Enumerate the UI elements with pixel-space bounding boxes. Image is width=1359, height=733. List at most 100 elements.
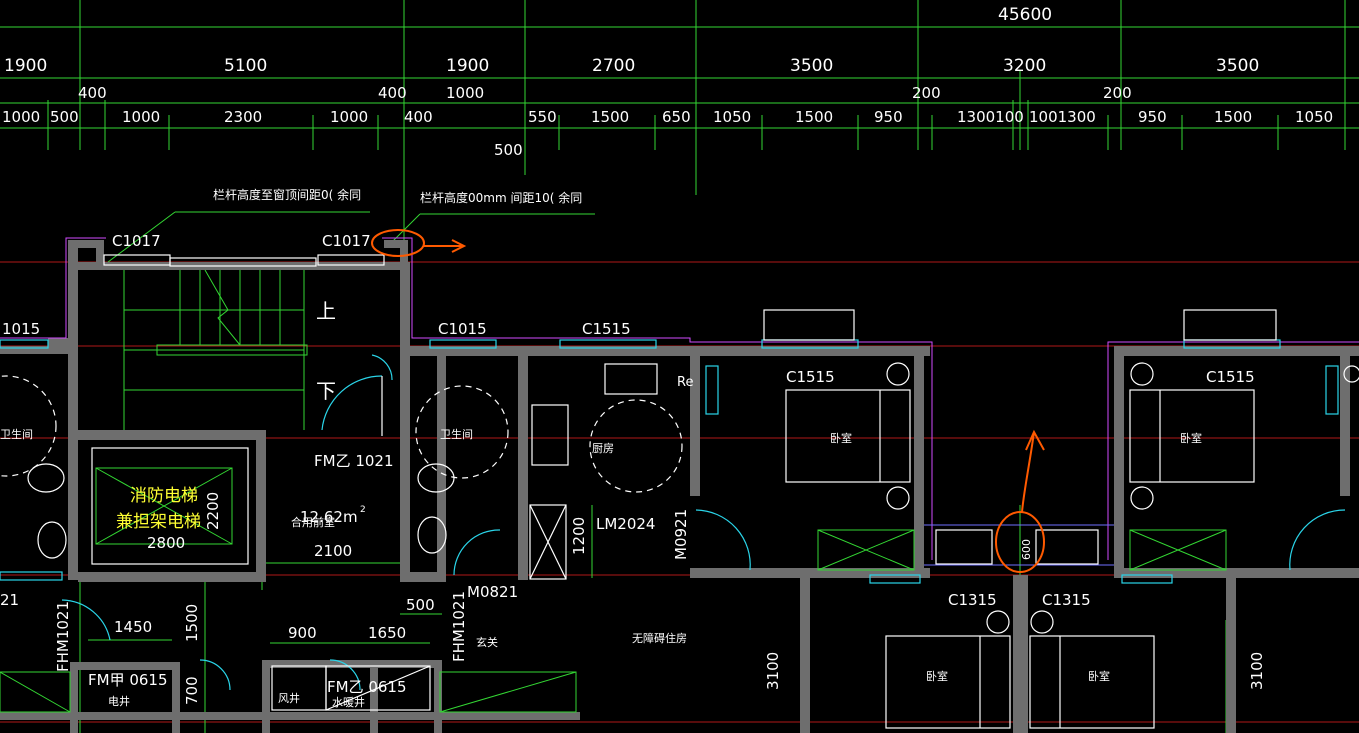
door-tag: 21: [0, 591, 19, 609]
room-dim: 700: [183, 676, 201, 705]
markup-annotations: [371, 229, 1045, 573]
dim-row2: 1000: [446, 84, 484, 102]
room-dim: 3100: [1248, 652, 1266, 690]
dim-row2: 200: [912, 84, 941, 102]
dim-row3: 500: [50, 108, 79, 126]
dim-row3: 1500: [591, 108, 629, 126]
window-tag: 1015: [2, 320, 40, 338]
window-tag: C1315: [1042, 591, 1091, 609]
dim-extra: 500: [494, 141, 523, 159]
room-dim: 2100: [314, 542, 352, 560]
dim-row3: 1000: [2, 108, 40, 126]
beds: [785, 362, 1359, 729]
elevator-label-line1: 消防电梯: [130, 486, 198, 506]
door-swings: [61, 354, 1346, 691]
markup-circle-top: [371, 229, 425, 257]
room-label-barrier-free: 无障碍住房: [632, 631, 687, 645]
re-label: Re: [677, 375, 693, 390]
dim-row2: 400: [78, 84, 107, 102]
railing-note-right: 栏杆高度00mm 间距10( 余同: [420, 190, 582, 205]
lobby-area-superscript: 2: [360, 505, 366, 515]
dim-row1: 1900: [446, 56, 489, 76]
elevator-depth-dim: 2200: [204, 492, 222, 530]
labels: C1017 C1017 1015 C1015 C1515 C1515 C1515…: [0, 232, 1266, 709]
dimension-text: 45600 1900 5100 1900 2700 3500 3200 3500…: [2, 5, 1333, 159]
room-label-bedroom: 卧室: [1180, 431, 1202, 445]
dim-row1: 3500: [1216, 56, 1259, 76]
overall-dimension: 45600: [998, 5, 1052, 25]
dim-row3: 950: [874, 108, 903, 126]
exterior-outline: [0, 237, 1359, 566]
dim-row1: 2700: [592, 56, 635, 76]
room-label-entry: 玄关: [476, 635, 498, 649]
room-label-elec-shaft: 电井: [108, 694, 130, 708]
dim-row1: 5100: [224, 56, 267, 76]
window-tag: C1515: [582, 320, 631, 338]
dim-row3: 1000: [122, 108, 160, 126]
door-tag: FM甲 0615: [88, 671, 168, 689]
dim-row3: 1300100: [957, 108, 1024, 126]
dim-row3: 1500: [1214, 108, 1252, 126]
fixtures: [0, 363, 1339, 580]
lobby-area: 12.62m: [300, 508, 358, 526]
dim-row3: 550: [528, 108, 557, 126]
door-tag: FM乙 0615: [327, 678, 407, 696]
window-tag: C1017: [322, 232, 371, 250]
window-tag: C1015: [438, 320, 487, 338]
room-label-bath-mid: 卫生间: [440, 427, 473, 441]
door-tag: FM乙 1021: [314, 452, 394, 470]
dim-row3: 950: [1138, 108, 1167, 126]
room-dim: 500: [406, 596, 435, 614]
dim-row2: 200: [1103, 84, 1132, 102]
markup-arrow-up: [1021, 429, 1045, 513]
markup-arrow-right: [424, 239, 467, 253]
door-tag: FHM1021: [54, 601, 72, 672]
room-dim: 600: [1020, 539, 1033, 560]
window-tag: C1515: [786, 368, 835, 386]
dim-row1: 3500: [790, 56, 833, 76]
dim-row3: 400: [404, 108, 433, 126]
dim-row1: 1900: [4, 56, 47, 76]
room-label-bedroom: 卧室: [830, 431, 852, 445]
dim-row2: 400: [378, 84, 407, 102]
door-tag: M0921: [672, 509, 690, 560]
markup-circle-mid: [995, 511, 1045, 573]
stair: 上 下: [123, 269, 336, 430]
dim-row3: 1050: [713, 108, 751, 126]
room-dim: 1500: [183, 604, 201, 642]
dim-row3: 650: [662, 108, 691, 126]
room-label-water-shaft: 水暖井: [332, 695, 365, 709]
room-label-lobby: 合用前室: [291, 515, 335, 529]
room-dim: 1650: [368, 624, 406, 642]
dim-row1: 3200: [1003, 56, 1046, 76]
railing-notes: 栏杆高度至窗顶间距0( 余同 栏杆高度00mm 间距10( 余同: [213, 187, 582, 205]
room-label-bedroom: 卧室: [926, 669, 948, 683]
shafts: [0, 665, 577, 713]
window-tag: C1515: [1206, 368, 1255, 386]
room-dim: 3100: [764, 652, 782, 690]
room-dim: 1200: [570, 517, 588, 555]
room-label-kitchen: 厨房: [592, 442, 614, 455]
railing-note-left: 栏杆高度至窗顶间距0( 余同: [213, 187, 361, 202]
dim-row3: 1050: [1295, 108, 1333, 126]
elevator-width-dim: 2800: [147, 534, 185, 552]
elevator-label-line2: 兼担架电梯: [116, 512, 201, 532]
stair-up-label: 上: [316, 299, 336, 323]
dim-row3: 1000: [330, 108, 368, 126]
dim-row3: 1001300: [1029, 108, 1096, 126]
room-label-bath-left: 卫生间: [0, 427, 33, 441]
room-label-bedroom: 卧室: [1088, 669, 1110, 683]
elevator: 消防电梯 兼担架电梯 2200 2800: [91, 447, 249, 565]
door-tag: LM2024: [596, 515, 655, 533]
room-dim: 1450: [114, 618, 152, 636]
room-dim: 900: [288, 624, 317, 642]
stair-down-label: 下: [316, 379, 336, 403]
windows: [0, 254, 1281, 584]
dim-row3: 2300: [224, 108, 262, 126]
room-label-wind-shaft: 风井: [278, 691, 300, 705]
dim-row3: 1500: [795, 108, 833, 126]
window-tag: C1315: [948, 591, 997, 609]
walls: [0, 240, 1359, 733]
